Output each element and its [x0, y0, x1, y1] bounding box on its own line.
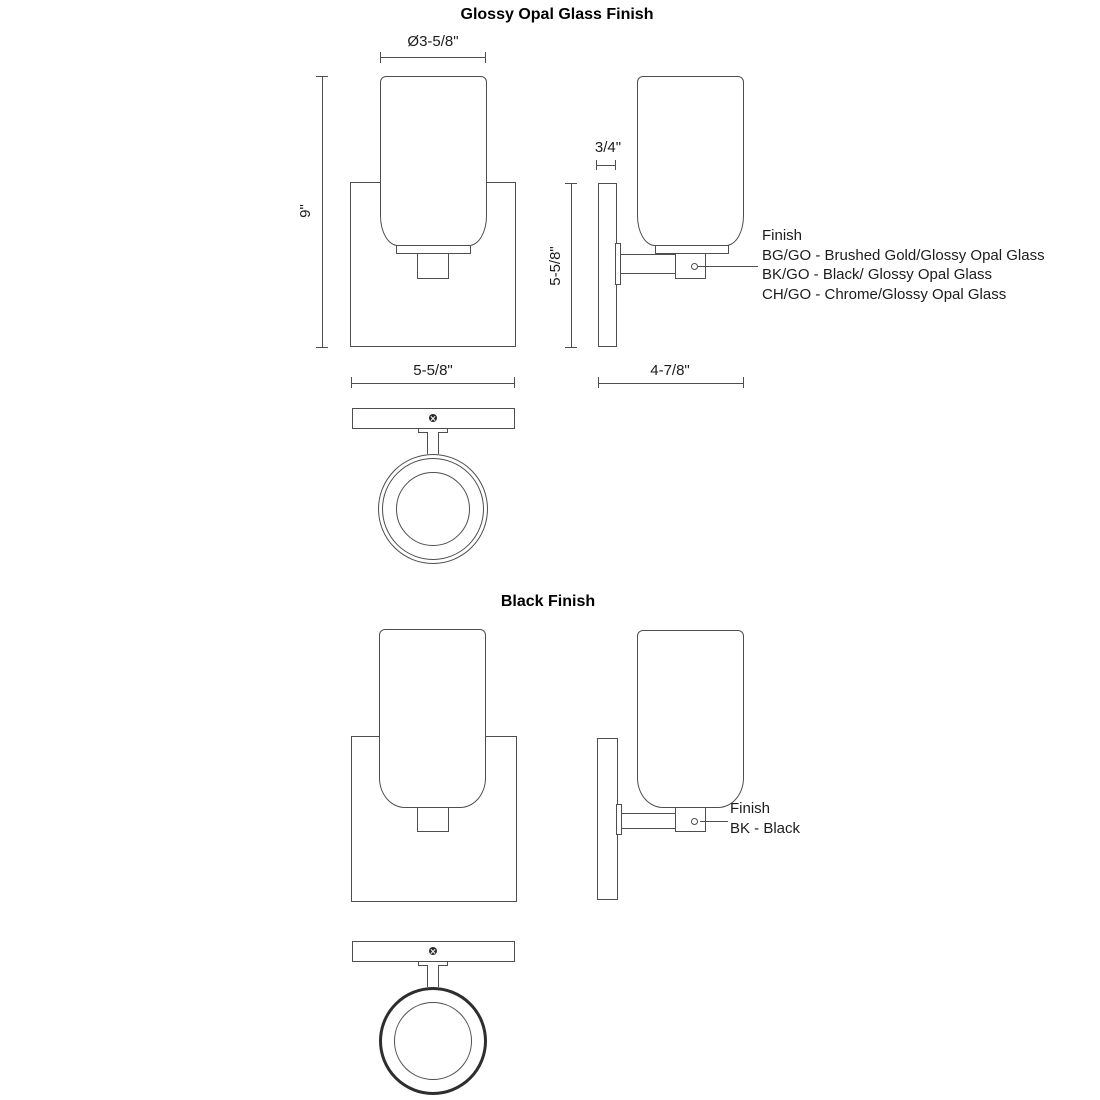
finish-option: BK - Black [730, 820, 801, 837]
section-title-black: Black Finish [500, 593, 596, 610]
dim-backplate-depth-line [596, 165, 616, 166]
dim-projection-line [598, 383, 744, 384]
arm-side [620, 254, 676, 274]
dim-tick [596, 160, 597, 170]
dim-tick [565, 183, 577, 184]
dim-side-height-line [571, 183, 572, 348]
dim-tick [565, 347, 577, 348]
backplate-side [597, 738, 618, 900]
dim-tick [316, 76, 328, 77]
finish-heading: Finish [730, 800, 771, 817]
glass-shade-front [379, 629, 486, 808]
set-screw-icon [691, 818, 698, 825]
dim-backplate-depth-label: 3/4" [594, 139, 622, 156]
dim-tick [380, 52, 381, 63]
finish-leader-line [700, 821, 728, 822]
dim-tick [316, 347, 328, 348]
dim-glass-diameter-line [380, 57, 486, 58]
socket-front [417, 807, 449, 832]
dim-overall-height-line [322, 76, 323, 348]
arm-side [621, 813, 676, 829]
arm-plan [427, 432, 439, 454]
finish-leader-line [698, 266, 758, 267]
socket-front [417, 253, 449, 279]
arm-plan [427, 965, 439, 987]
finish-option: BK/GO - Black/ Glossy Opal Glass [762, 266, 993, 283]
dim-side-height-label: 5-5/8" [547, 246, 564, 286]
dim-tick [514, 377, 515, 388]
socket-side [675, 807, 706, 832]
section-title-glossy: Glossy Opal Glass Finish [460, 6, 654, 23]
glass-inner-circle [396, 472, 470, 546]
dim-tick [743, 377, 744, 388]
glass-shade-side [637, 76, 744, 246]
dim-front-width-label: 5-5/8" [413, 362, 453, 379]
glass-shade-side [637, 630, 744, 808]
finish-legend-glossy: Finish BG/GO - Brushed Gold/Glossy Opal … [762, 226, 1045, 304]
dim-projection-label: 4-7/8" [650, 362, 690, 379]
finish-option: CH/GO - Chrome/Glossy Opal Glass [762, 285, 1007, 303]
set-screw-icon [691, 263, 698, 270]
glass-shade-front [380, 76, 487, 246]
dim-front-width-line [351, 383, 515, 384]
dim-tick [615, 160, 616, 170]
dim-overall-height-label: 9" [297, 204, 314, 218]
finish-heading: Finish [762, 227, 803, 244]
glass-inner-circle [394, 1002, 472, 1080]
dim-glass-diameter-label: Ø3-5/8" [407, 33, 459, 50]
mounting-screw-icon [429, 414, 437, 422]
finish-legend-black: Finish BK - Black [730, 799, 800, 839]
dim-tick [351, 377, 352, 388]
dim-tick [485, 52, 486, 63]
finish-option: BG/GO - Brushed Gold/Glossy Opal Glass [762, 246, 1045, 264]
mounting-screw-icon [429, 947, 437, 955]
dim-tick [598, 377, 599, 388]
